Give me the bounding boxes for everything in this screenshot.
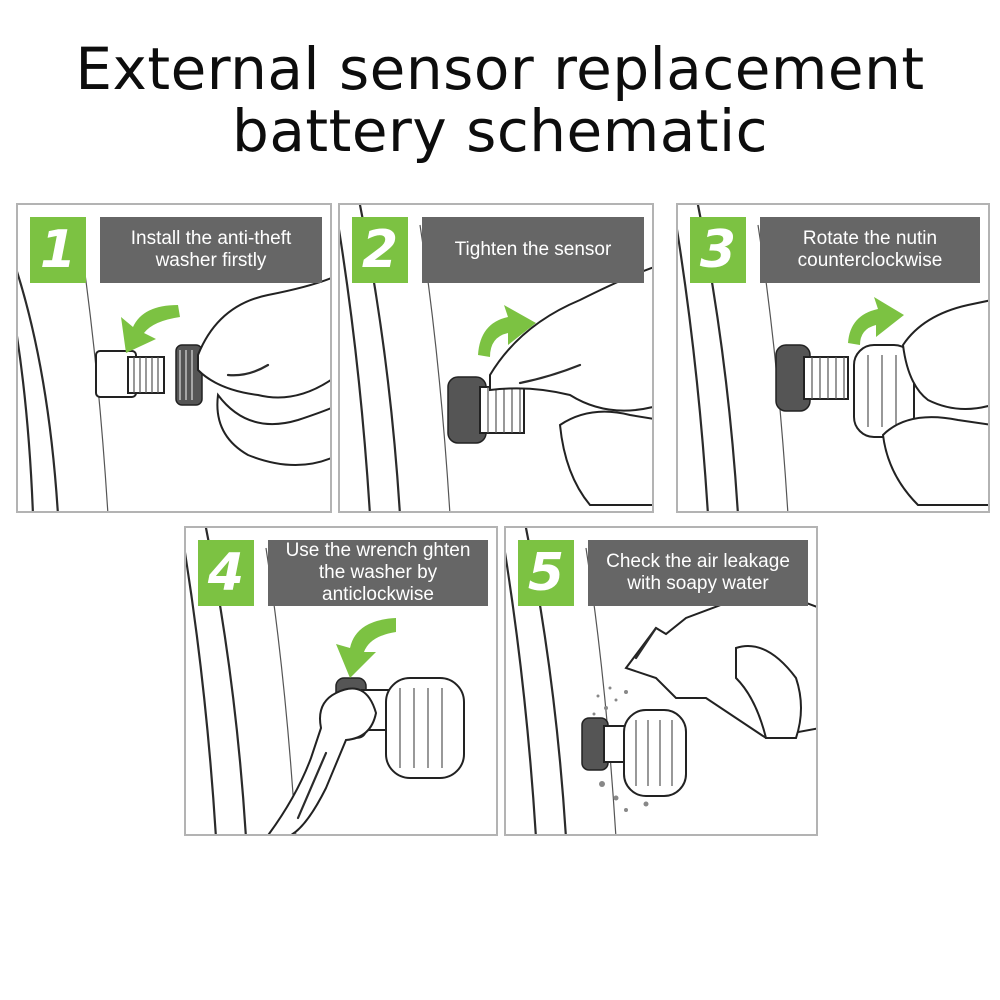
step-3-illustration bbox=[678, 205, 988, 511]
step-1-number: 1 bbox=[30, 217, 86, 283]
title-line-1: External sensor replacement bbox=[75, 35, 925, 103]
page-title: External sensor replacement battery sche… bbox=[0, 38, 1000, 162]
step-4-illustration bbox=[186, 528, 465, 834]
step-5-number: 5 bbox=[518, 540, 574, 606]
step-2-label: Tighten the sensor bbox=[422, 217, 644, 283]
step-4-label: Use the wrench ghten the washer by antic… bbox=[268, 540, 488, 606]
step-1-panel: 1 Install the anti-theft washer firstly bbox=[16, 203, 332, 513]
step-5-label: Check the air leakage with soapy water bbox=[588, 540, 808, 606]
step-2-number: 2 bbox=[352, 217, 408, 283]
step-5-panel: 5 Check the air leakage with soapy water bbox=[504, 526, 818, 836]
step-4-number: 4 bbox=[198, 540, 254, 606]
step-3-panel: 3 Rotate the nutin counterclockwise bbox=[676, 203, 990, 513]
step-4-panel: 4 Use the wrench ghten the washer by ant… bbox=[184, 526, 498, 836]
step-2-panel: 2 Tighten the sensor bbox=[338, 203, 654, 513]
step-1-illustration bbox=[18, 224, 330, 511]
step-3-number: 3 bbox=[690, 217, 746, 283]
title-line-2: battery schematic bbox=[232, 97, 768, 165]
step-3-label: Rotate the nutin counterclockwise bbox=[760, 217, 980, 283]
step-1-label: Install the anti-theft washer firstly bbox=[100, 217, 322, 283]
